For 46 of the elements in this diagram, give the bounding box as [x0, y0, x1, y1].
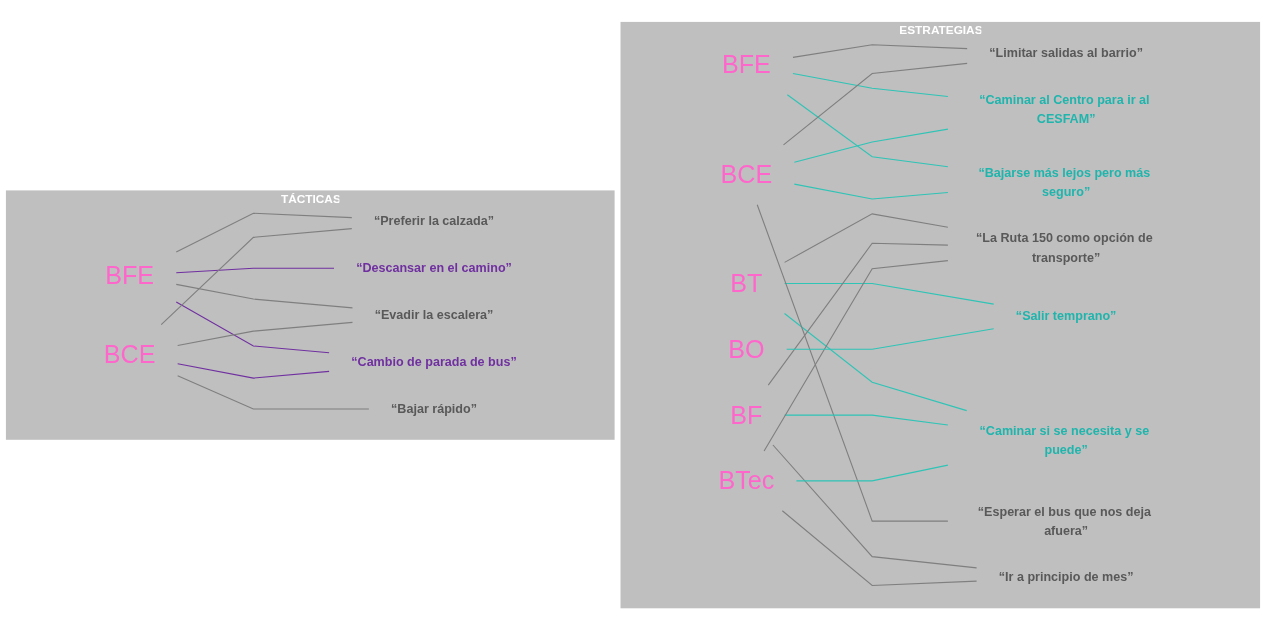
connector [767, 242, 949, 386]
node-text: “Bajar rápido” [391, 401, 477, 416]
connector [784, 213, 949, 263]
connector [160, 227, 353, 326]
connector [792, 44, 968, 58]
node-text: BFE [721, 50, 771, 79]
node-text: BFE [105, 261, 155, 290]
connector [784, 282, 995, 305]
connector [177, 321, 354, 346]
connector [783, 312, 968, 412]
connector [784, 414, 949, 426]
connector [782, 62, 968, 146]
node-text: “La Ruta 150 como opción de transporte” [976, 231, 1153, 265]
connector [786, 328, 995, 350]
node-text: “Bajarse más lejos pero más seguro” [978, 165, 1151, 199]
node-text: BF [730, 400, 763, 429]
connector [177, 363, 330, 379]
node-text: BT [730, 269, 763, 298]
node-text: “Salir temprano” [1015, 309, 1117, 324]
node-text: “Caminar si se necesita y se puede” [979, 423, 1150, 457]
connector [175, 267, 335, 274]
node-text: “Ir a principio de mes” [998, 570, 1134, 585]
connector [781, 510, 978, 586]
connector [772, 444, 978, 569]
node-text: “Caminar al Centro para ir al CESFAM” [979, 92, 1150, 126]
connector [763, 260, 949, 452]
connector [795, 464, 949, 482]
node-text: BCE [103, 340, 156, 369]
connector [756, 204, 949, 522]
connector [177, 375, 370, 410]
node-text: “Limitar salidas al barrio” [989, 45, 1143, 60]
node-text: “Cambio de parada de bus” [351, 354, 517, 369]
connector [793, 128, 949, 163]
connector [175, 212, 353, 253]
connector [793, 183, 949, 200]
node-text: “Preferir la calzada” [373, 213, 495, 228]
node-text: BTec [718, 466, 775, 495]
connector [175, 301, 330, 354]
node-text: “Descansar en el camino” [356, 260, 512, 275]
connector [175, 283, 354, 309]
node-text: “Evadir la escalera” [374, 307, 494, 322]
node-text: “Esperar el bus que nos deja afuera” [977, 504, 1151, 538]
connector [792, 72, 949, 97]
node-text: BO [728, 334, 765, 363]
connector [786, 94, 949, 168]
node-text: BCE [720, 160, 773, 189]
